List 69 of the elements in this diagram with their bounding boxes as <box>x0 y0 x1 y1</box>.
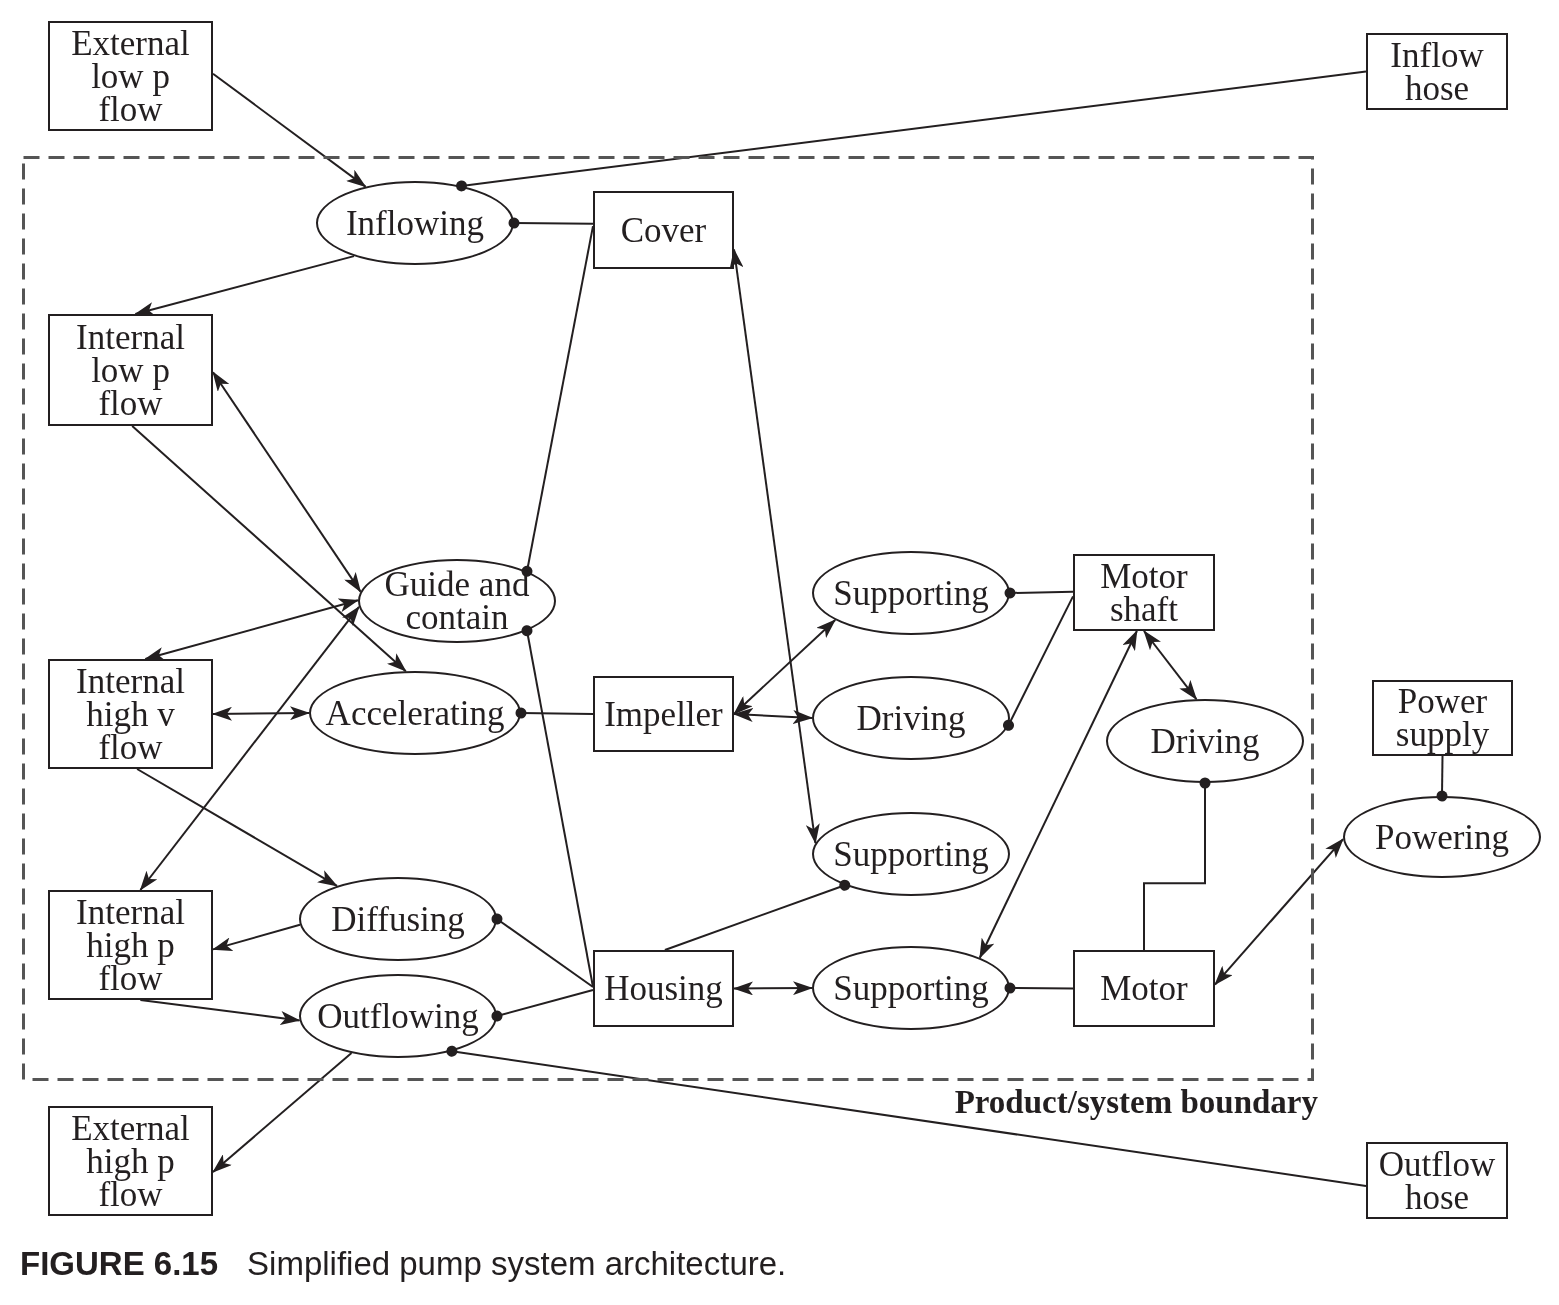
function-ellipse <box>812 812 1010 896</box>
arrow <box>1214 838 1345 986</box>
component-box <box>48 659 213 769</box>
connector-line <box>1004 982 1074 994</box>
component-box <box>593 676 734 752</box>
arrow <box>139 605 360 891</box>
connector-line <box>1004 587 1074 599</box>
node-label: Inflow hose <box>1389 38 1485 105</box>
arrow <box>144 598 359 661</box>
function-ellipse <box>812 946 1010 1030</box>
component-box <box>1366 33 1508 110</box>
figure-caption: FIGURE 6.15 Simplified pump system architecture. <box>20 1244 787 1284</box>
function-ellipse <box>812 551 1010 635</box>
function-ellipse <box>1106 699 1304 783</box>
arrow <box>733 619 837 715</box>
arrow <box>212 706 310 721</box>
component-box <box>48 1106 213 1216</box>
component-box <box>593 950 734 1027</box>
component-box <box>1372 680 1513 756</box>
function-ellipse <box>299 974 497 1058</box>
component-box <box>48 21 213 131</box>
arrow <box>1143 630 1198 701</box>
function-ellipse <box>316 181 514 265</box>
arrow <box>131 425 407 673</box>
arrow <box>733 981 813 996</box>
arrow <box>729 248 820 845</box>
component-box <box>1073 950 1215 1027</box>
connector-line <box>456 70 1367 192</box>
arrow <box>212 923 301 951</box>
arrow <box>212 72 367 188</box>
arrow <box>978 630 1138 959</box>
node-label: Outflow hose <box>1377 1147 1497 1214</box>
node-label: External high p flow <box>70 1111 191 1211</box>
connector-line <box>508 217 594 229</box>
arrow <box>212 371 362 593</box>
node-label: External low p flow <box>70 26 191 126</box>
connector-line <box>446 1045 1367 1187</box>
connector-line <box>491 989 594 1022</box>
component-box <box>48 890 213 1000</box>
connector-line <box>1143 777 1211 951</box>
function-ellipse <box>299 877 497 961</box>
node-label: Cover <box>620 213 707 247</box>
component-box <box>1073 554 1215 631</box>
component-box <box>1366 1142 1508 1219</box>
node-label: Internal high p flow <box>75 895 186 995</box>
function-ellipse <box>812 676 1010 760</box>
node-label: Motor shaft <box>1099 559 1189 626</box>
connector-line <box>515 707 594 719</box>
arrow <box>733 708 813 724</box>
connector-line <box>521 225 594 577</box>
arrow <box>212 1052 353 1173</box>
connector-line <box>1436 755 1448 802</box>
component-box <box>593 191 734 269</box>
connector-line <box>1003 595 1074 731</box>
component-box <box>48 314 213 426</box>
node-label: Internal low p flow <box>75 320 186 420</box>
node-label: Guide and contain <box>383 568 531 634</box>
arrow <box>136 768 338 887</box>
connector-line <box>663 879 851 951</box>
boundary-label: Product/system boundary <box>954 1084 1318 1120</box>
function-ellipse <box>309 671 521 755</box>
connector-line <box>521 625 594 988</box>
node-label: Motor <box>1100 972 1188 1005</box>
node-label: Internal high v flow <box>75 664 186 764</box>
function-ellipse <box>1343 796 1541 878</box>
connector-line <box>491 913 594 988</box>
arrow <box>134 255 355 316</box>
function-ellipse <box>358 559 556 643</box>
arrow <box>139 999 301 1025</box>
